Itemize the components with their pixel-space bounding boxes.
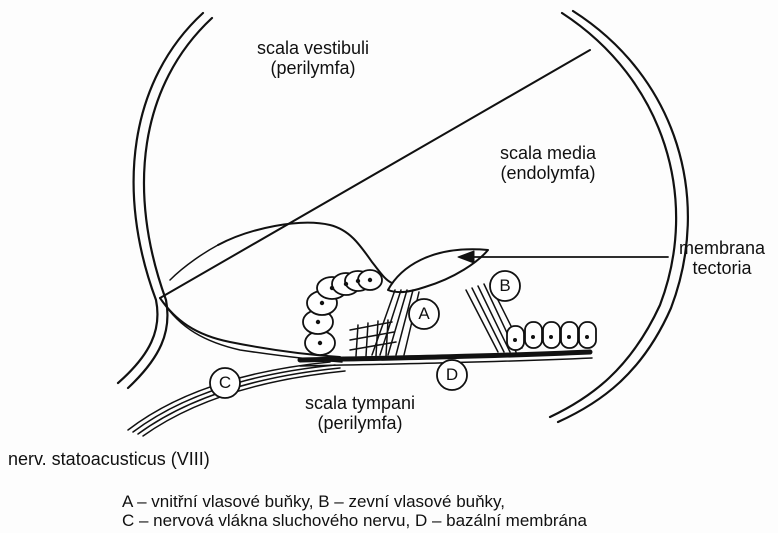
outer-cell-2 [543, 322, 560, 348]
outer-cell-5 [507, 326, 524, 350]
scala-tympani-fluid: (perilymfa) [285, 413, 435, 433]
marker-d: D [437, 360, 467, 390]
basilar-membrane [300, 352, 590, 360]
right-wall-inner [558, 11, 688, 422]
legend-line-1: A – vnitřní vlasové buňky, B – zevní vla… [122, 492, 505, 511]
outer-cell-4 [579, 322, 596, 348]
limbus-bump-left [170, 245, 218, 280]
label-scala-vestibuli: scala vestibuli (perilymfa) [238, 38, 388, 78]
scala-vestibuli-text: scala vestibuli [238, 38, 388, 58]
label-membrana-tectoria: membrana tectoria [672, 238, 772, 278]
tectoria-arrow-head [458, 251, 474, 263]
scala-tympani-text: scala tympani [285, 393, 435, 413]
scala-media-text: scala media [483, 143, 613, 163]
marker-b: B [490, 271, 520, 301]
marker-a: A [409, 299, 439, 329]
membrana-text: membrana [672, 238, 772, 258]
scala-vestibuli-fluid: (perilymfa) [238, 58, 388, 78]
label-scala-tympani: scala tympani (perilymfa) [285, 393, 435, 433]
label-scala-media: scala media (endolymfa) [483, 143, 613, 183]
outer-cell-3 [561, 322, 578, 348]
outer-cell-1 [525, 322, 542, 348]
legend-line-2: C – nervová vlákna sluchového nervu, D –… [122, 511, 587, 530]
scala-media-fluid: (endolymfa) [483, 163, 613, 183]
tectoria-text: tectoria [672, 258, 772, 278]
marker-c: C [210, 368, 240, 398]
label-nerve: nerv. statoacusticus (VIII) [8, 449, 210, 469]
right-wall [550, 13, 676, 417]
